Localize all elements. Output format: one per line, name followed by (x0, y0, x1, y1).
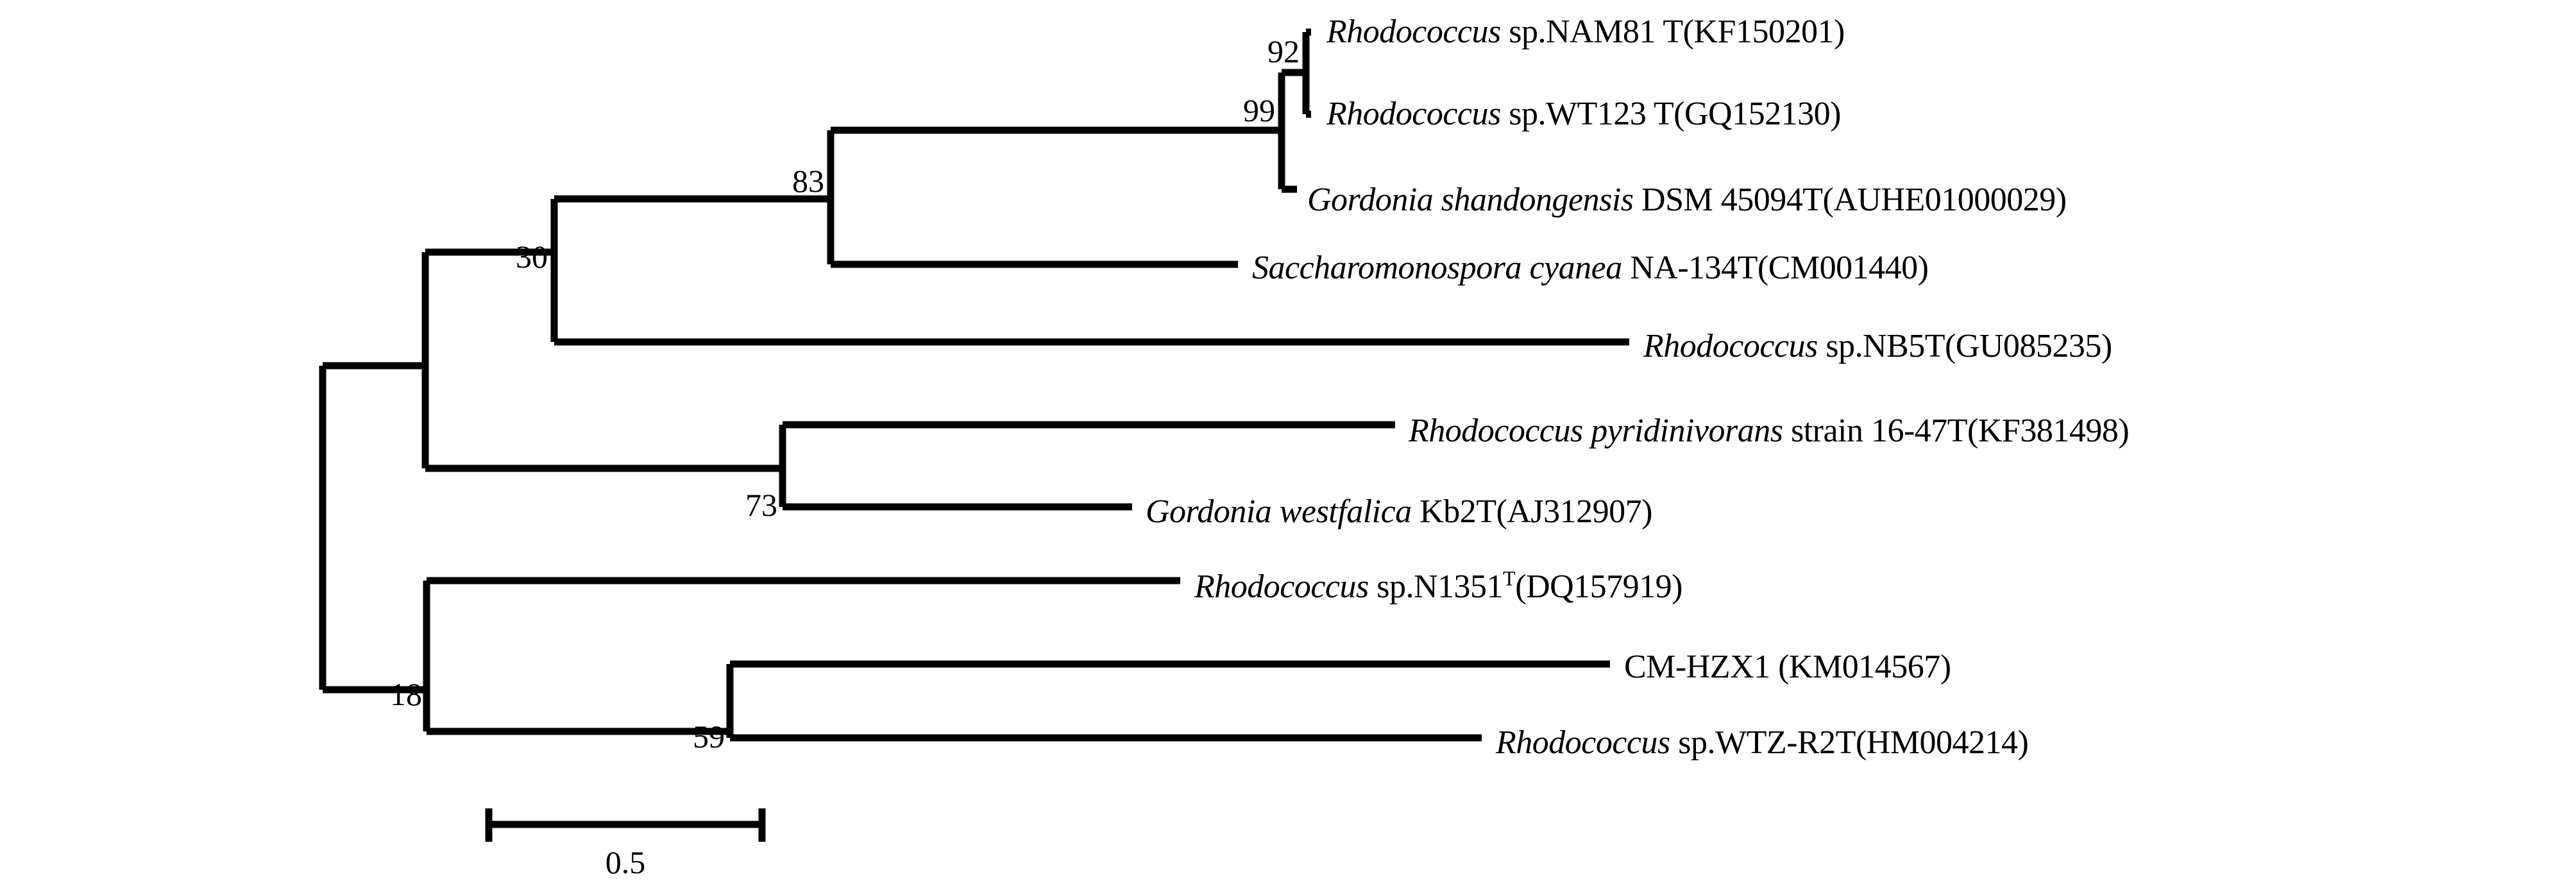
bootstrap-value-73: 73 (745, 487, 777, 523)
taxon-genus-westfalica: Gordonia westfalica (1146, 493, 1412, 530)
taxon-label-shandongensis: Gordonia shandongensis DSM 45094T(AUHE01… (1307, 183, 2067, 217)
taxon-rest-wt123: sp.WT123 T(GQ152130) (1500, 96, 1841, 132)
bootstrap-value-59: 59 (693, 719, 725, 754)
taxon-label-pyridinivorans: Rhodococcus pyridinivorans strain 16-47T… (1409, 413, 2130, 449)
taxon-label-wt123: Rhodococcus sp.WT123 T(GQ152130) (1326, 98, 1841, 131)
taxon-genus-cyanea: Saccharomonospora cyanea (1252, 250, 1622, 286)
taxon-rest-cyanea: NA-134T(CM001440) (1622, 250, 1929, 286)
taxon-label-cmhzx1: CM-HZX1 (KM014567) (1624, 651, 1951, 684)
taxon-genus-shandongensis: Gordonia shandongensis (1307, 182, 1634, 218)
taxon-genus-wt123: Rhodococcus (1326, 96, 1501, 132)
taxon-genus-nam81: Rhodococcus (1326, 13, 1501, 50)
taxon-label-cyanea: Saccharomonospora cyanea NA-134T(CM00144… (1252, 250, 1929, 286)
taxon-genus-pyridinivorans: Rhodococcus pyridinivorans (1409, 413, 1783, 449)
bootstrap-value-30: 30 (516, 239, 548, 275)
taxon-label-nb5t: Rhodococcus sp.NB5T(GU085235) (1643, 330, 2112, 363)
taxon-accession-n1351: (DQ157919) (1515, 568, 1682, 605)
bootstrap-value-18: 18 (390, 676, 422, 712)
taxon-rest-westfalica: Kb2T(AJ312907) (1411, 493, 1652, 530)
taxon-rest-nb5t: sp.NB5T(GU085235) (1817, 328, 2112, 364)
taxon-label-westfalica: Gordonia westfalica Kb2T(AJ312907) (1146, 495, 1652, 529)
taxon-genus-n1351: Rhodococcus (1194, 568, 1369, 605)
taxon-genus-wtzr2t: Rhodococcus (1496, 724, 1670, 761)
taxon-genus-nb5t: Rhodococcus (1643, 328, 1818, 364)
taxon-rest-nam81: sp.NAM81 T(KF150201) (1500, 13, 1845, 50)
bootstrap-value-83: 83 (792, 163, 824, 199)
taxon-rest-wtzr2t: sp.WTZ-R2T(HM004214) (1670, 724, 2029, 761)
taxon-type-superscript-n1351: T (1503, 567, 1516, 590)
bootstrap-value-92: 92 (1267, 33, 1300, 69)
taxon-rest-pyridinivorans: strain 16-47T(KF381498) (1783, 413, 2130, 449)
taxon-rest-shandongensis: DSM 45094T(AUHE01000029) (1633, 182, 2067, 218)
taxon-rest-n1351: sp.N1351 (1368, 568, 1504, 605)
taxon-label-n1351: Rhodococcus sp.N1351T(DQ157919) (1194, 567, 1682, 605)
taxon-label-wtzr2t: Rhodococcus sp.WTZ-R2T(HM004214) (1496, 724, 2029, 761)
scale-bar-label: 0.5 (605, 844, 646, 880)
taxon-rest-cmhzx1: CM-HZX1 (KM014567) (1624, 649, 1951, 685)
taxon-label-nam81: Rhodococcus sp.NAM81 T(KF150201) (1326, 15, 1845, 49)
bootstrap-value-99: 99 (1243, 92, 1275, 128)
